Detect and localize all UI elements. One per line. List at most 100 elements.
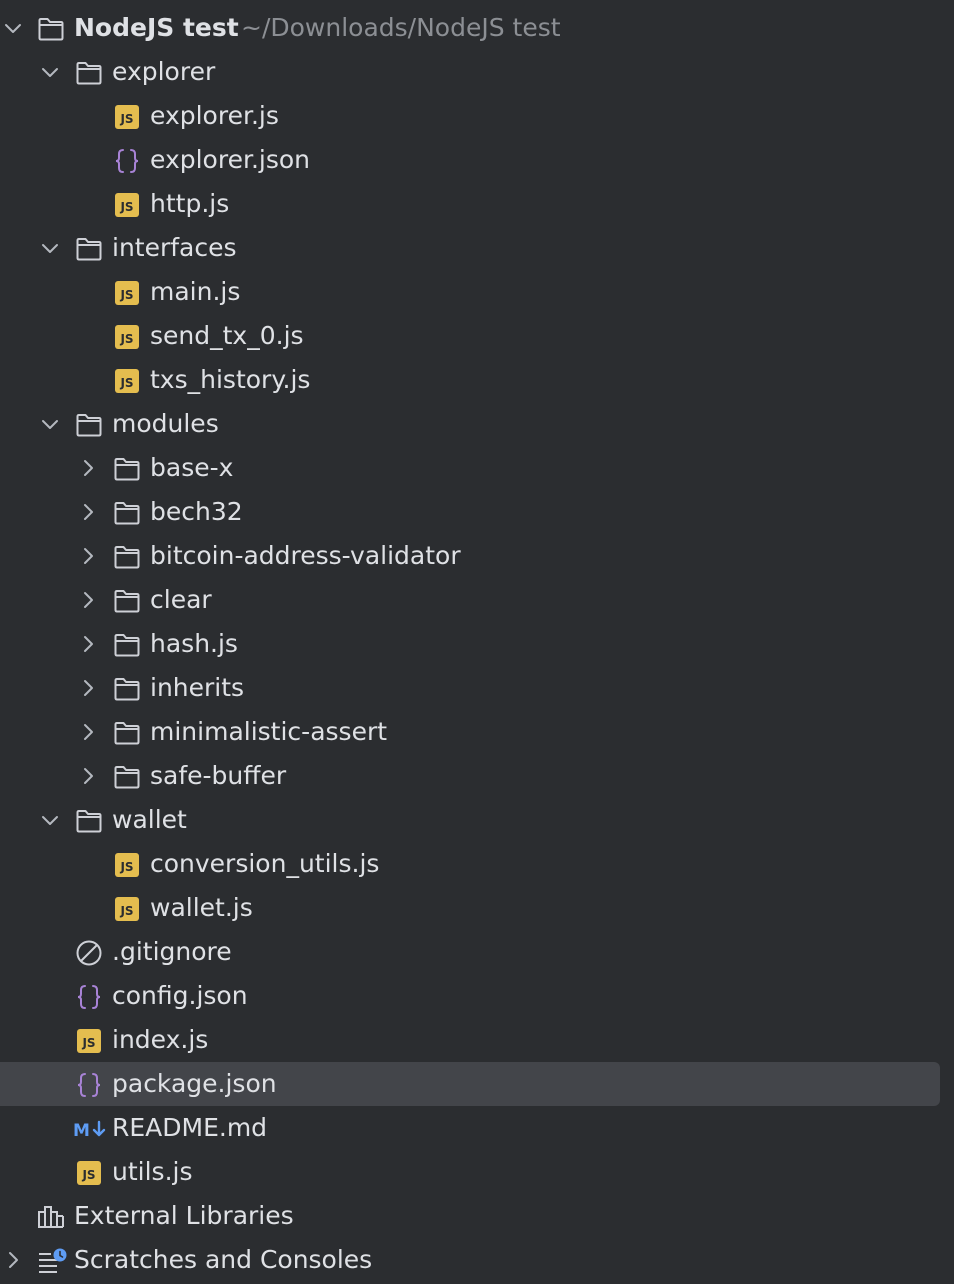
external-libraries-label: External Libraries [74,1201,294,1230]
json-file-icon [75,984,103,1010]
tree-node-external-libraries[interactable]: External Libraries [0,1194,954,1238]
folder-label: safe-buffer [150,761,287,790]
javascript-file-icon [113,852,141,878]
folder-icon [37,16,65,42]
folder-label: explorer [112,57,216,86]
chevron-right-icon[interactable] [77,457,99,479]
javascript-file-icon [113,896,141,922]
tree-node-file[interactable]: send_tx_0.js [0,314,954,358]
file-label: http.js [150,189,230,218]
file-label: txs_history.js [150,365,311,394]
tree-node-folder-explorer[interactable]: explorer [0,50,954,94]
chevron-right-icon[interactable] [77,633,99,655]
folder-icon [113,456,141,482]
tree-node-folder[interactable]: bech32 [0,490,954,534]
folder-icon [113,500,141,526]
file-label: conversion_utils.js [150,849,380,878]
tree-node-folder[interactable]: bitcoin-address-validator [0,534,954,578]
folder-icon [75,60,103,86]
javascript-file-icon [113,192,141,218]
folder-label: inherits [150,673,245,702]
scratches-label: Scratches and Consoles [74,1245,373,1274]
folder-icon [75,236,103,262]
tree-node-folder[interactable]: hash.js [0,622,954,666]
tree-node-folder-modules[interactable]: modules [0,402,954,446]
javascript-file-icon [113,104,141,130]
file-label: explorer.json [150,145,310,174]
chevron-right-icon[interactable] [2,1249,24,1271]
tree-node-file[interactable]: README.md [0,1106,954,1150]
chevron-down-icon[interactable] [2,17,24,39]
tree-node-file[interactable]: explorer.json [0,138,954,182]
file-label: index.js [112,1025,209,1054]
tree-node-file[interactable]: index.js [0,1018,954,1062]
json-file-icon [75,1072,103,1098]
chevron-down-icon[interactable] [39,61,61,83]
file-label: main.js [150,277,241,306]
chevron-right-icon[interactable] [77,765,99,787]
tree-node-folder-interfaces[interactable]: interfaces [0,226,954,270]
javascript-file-icon [113,324,141,350]
tree-node-folder-wallet[interactable]: wallet [0,798,954,842]
file-label: wallet.js [150,893,253,922]
file-label: send_tx_0.js [150,321,304,350]
folder-label: minimalistic-assert [150,717,388,746]
chevron-right-icon[interactable] [77,677,99,699]
chevron-down-icon[interactable] [39,237,61,259]
folder-label: base-x [150,453,234,482]
javascript-file-icon [75,1160,103,1186]
project-path: ~/Downloads/NodeJS test [241,13,561,42]
ignore-file-icon [75,940,103,966]
tree-node-file[interactable]: http.js [0,182,954,226]
folder-icon [113,676,141,702]
json-file-icon [113,148,141,174]
library-icon [37,1204,65,1230]
tree-node-folder[interactable]: base-x [0,446,954,490]
tree-node-file[interactable]: txs_history.js [0,358,954,402]
project-name: NodeJS test [74,13,239,42]
tree-node-file[interactable]: utils.js [0,1150,954,1194]
file-label: explorer.js [150,101,279,130]
chevron-down-icon[interactable] [39,413,61,435]
javascript-file-icon [113,280,141,306]
tree-node-file[interactable]: explorer.js [0,94,954,138]
chevron-right-icon[interactable] [77,721,99,743]
chevron-down-icon[interactable] [39,809,61,831]
chevron-right-icon[interactable] [77,545,99,567]
scratches-icon [37,1248,69,1274]
tree-node-folder[interactable]: inherits [0,666,954,710]
file-label: utils.js [112,1157,193,1186]
folder-label: bech32 [150,497,243,526]
tree-node-file[interactable]: wallet.js [0,886,954,930]
folder-icon [113,588,141,614]
folder-label: hash.js [150,629,238,658]
file-label: config.json [112,981,248,1010]
javascript-file-icon [75,1028,103,1054]
markdown-file-icon [73,1116,109,1142]
tree-node-folder[interactable]: clear [0,578,954,622]
file-label: package.json [112,1069,277,1098]
folder-icon [113,544,141,570]
javascript-file-icon [113,368,141,394]
tree-node-file[interactable]: .gitignore [0,930,954,974]
folder-label: wallet [112,805,187,834]
project-tree: NodeJS test ~/Downloads/NodeJS test expl… [0,6,954,1282]
tree-node-file[interactable]: config.json [0,974,954,1018]
tree-node-folder[interactable]: minimalistic-assert [0,710,954,754]
folder-label: clear [150,585,212,614]
chevron-right-icon[interactable] [77,589,99,611]
chevron-right-icon[interactable] [77,501,99,523]
file-label: README.md [112,1113,268,1142]
folder-icon [113,720,141,746]
folder-label: interfaces [112,233,237,262]
tree-node-scratches-and-consoles[interactable]: Scratches and Consoles [0,1238,954,1282]
tree-node-file[interactable]: conversion_utils.js [0,842,954,886]
file-label: .gitignore [112,937,232,966]
folder-label: modules [112,409,219,438]
tree-node-file-selected[interactable]: package.json [0,1062,954,1106]
folder-icon [75,808,103,834]
tree-node-project-root[interactable]: NodeJS test ~/Downloads/NodeJS test [0,6,954,50]
tree-node-folder[interactable]: safe-buffer [0,754,954,798]
folder-icon [113,632,141,658]
tree-node-file[interactable]: main.js [0,270,954,314]
